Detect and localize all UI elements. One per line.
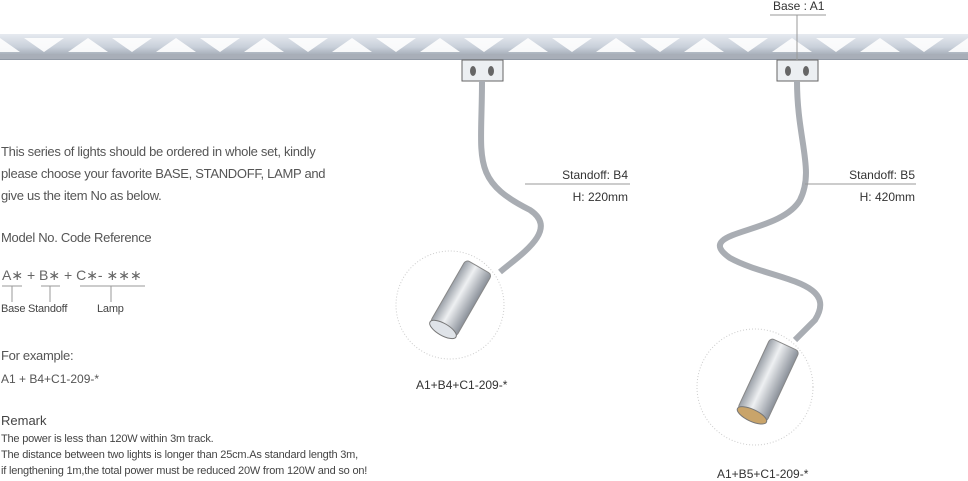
lamp2-height: H: 420mm xyxy=(859,190,915,204)
gooseneck-1 xyxy=(478,80,544,275)
lamp1-height: H: 220mm xyxy=(572,190,628,204)
rail-cutout xyxy=(0,38,20,52)
base-label: Base : A1 xyxy=(773,0,825,13)
rail-cutout xyxy=(464,38,504,52)
rail-cutout xyxy=(816,38,856,52)
lamp2-caption: A1+B5+C1-209-* xyxy=(717,467,809,481)
model-heading: Model No. Code Reference xyxy=(1,230,152,245)
plus: + xyxy=(64,267,73,283)
plus: + xyxy=(26,267,36,283)
code-label-standoff: Standoff xyxy=(28,303,68,315)
leader-lines xyxy=(2,14,916,302)
rail-cutout xyxy=(24,38,64,52)
remark-heading: Remark xyxy=(1,413,47,428)
remark-line: The distance between two lights is longe… xyxy=(1,449,358,461)
example-value: A1 + B4+C1-209-* xyxy=(1,372,100,386)
lamp1-highlight-circle xyxy=(395,250,505,360)
intro-line: give us the item No as below. xyxy=(1,188,162,203)
rail-cutout xyxy=(684,38,724,52)
rail-cutout xyxy=(332,38,372,52)
code-label-lamp: Lamp xyxy=(97,303,124,315)
rail-cutout xyxy=(244,38,284,52)
lamp-head-2 xyxy=(736,338,799,425)
rail-cutout xyxy=(200,38,240,52)
remark-text: The power is less than 120W within 3m tr… xyxy=(1,431,367,479)
lamp2-standoff: Standoff: B5 xyxy=(849,168,915,182)
code-standoff: B∗ xyxy=(39,267,61,283)
lamp1-standoff: Standoff: B4 xyxy=(562,168,628,182)
rail-cutout xyxy=(772,38,812,52)
rail-cutout xyxy=(728,38,768,52)
rail-cutout xyxy=(288,38,328,52)
rail-cutout xyxy=(112,38,152,52)
rail-cutout xyxy=(948,38,968,52)
code-formula: A∗ + B∗ + C∗- ∗∗∗ xyxy=(2,267,142,284)
rail-cutout xyxy=(552,38,592,52)
base-mount-2 xyxy=(776,59,819,82)
code-lamp: C∗- ∗∗∗ xyxy=(76,267,142,283)
example-heading: For example: xyxy=(1,348,74,363)
lamp1-caption: A1+B4+C1-209-* xyxy=(416,378,508,392)
rail-cutout xyxy=(904,38,944,52)
lamp-head-1 xyxy=(429,260,492,340)
track-rail xyxy=(0,34,968,60)
rail-cutout xyxy=(860,38,900,52)
base-mount-1 xyxy=(461,59,504,82)
rail-cutout xyxy=(156,38,196,52)
remark-line: The power is less than 120W within 3m tr… xyxy=(1,433,214,445)
lamp2-highlight-circle xyxy=(696,328,814,446)
code-label-base: Base xyxy=(1,303,26,315)
rail-cutout xyxy=(68,38,108,52)
rail-cutout xyxy=(640,38,680,52)
remark-line: if lengthening 1m,the total power must b… xyxy=(1,465,368,477)
rail-cutout xyxy=(376,38,416,52)
intro-text: This series of lights should be ordered … xyxy=(1,141,326,207)
rail-cutout xyxy=(508,38,548,52)
code-base: A∗ xyxy=(2,267,24,283)
intro-line: please choose your favorite BASE, STANDO… xyxy=(1,166,326,181)
gooseneck-2 xyxy=(717,80,824,343)
intro-line: This series of lights should be ordered … xyxy=(1,144,316,159)
rail-cutout xyxy=(420,38,460,52)
rail-cutout xyxy=(596,38,636,52)
